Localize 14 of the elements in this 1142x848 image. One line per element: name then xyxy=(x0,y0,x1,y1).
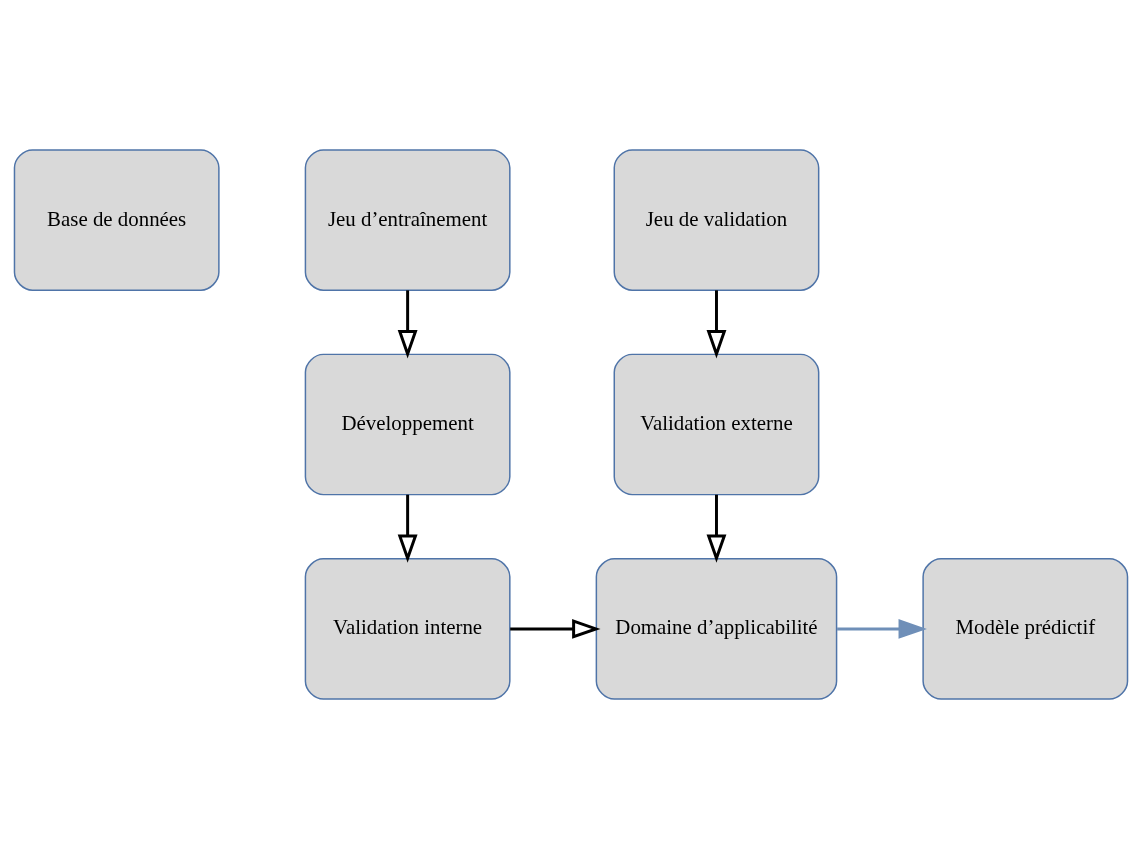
node-box: Jeu d’entraînement xyxy=(304,148,511,291)
arrow xyxy=(397,494,418,563)
node-box: Jeu de validation xyxy=(613,148,820,291)
arrow xyxy=(397,289,418,358)
arrow xyxy=(837,618,927,639)
arrow xyxy=(706,289,727,358)
arrow xyxy=(510,618,601,639)
node-box: Validation interne xyxy=(304,557,511,700)
node-box: Base de données xyxy=(13,148,220,291)
node-box: Modèle prédictif xyxy=(922,557,1129,700)
arrow xyxy=(706,494,727,563)
node-box: Développement xyxy=(304,353,511,495)
node-box: Domaine d’applicabilité xyxy=(595,557,838,700)
node-box: Validation externe xyxy=(613,353,820,495)
